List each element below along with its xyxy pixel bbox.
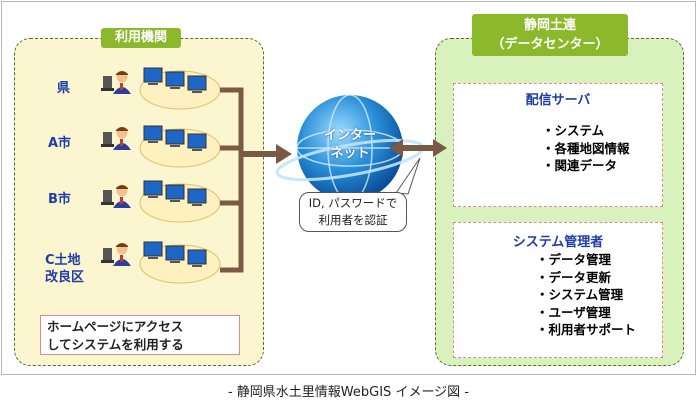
workstation-cluster-1 — [139, 67, 221, 110]
user-organizations-title: 利用機関 — [101, 28, 181, 48]
access-note-box: ホームページにアクセス してシステムを利用する — [40, 315, 240, 355]
user-icon-3 — [101, 185, 131, 208]
list-item: ・データ更新 — [536, 269, 612, 285]
auth-callout-line1: ID, パスワードで — [308, 196, 398, 210]
system-admin-panel: システム管理者 ・データ管理 ・データ更新 ・システム管理 ・ユーザ管理 ・利用… — [453, 222, 663, 358]
system-admin-title: システム管理者 — [512, 235, 604, 250]
list-item: ・ユーザ管理 — [536, 304, 611, 320]
internet-label-line1: インター — [323, 128, 376, 143]
admin-items-list: ・データ管理 ・データ更新 ・システム管理 ・ユーザ管理 ・利用者サポート — [536, 251, 636, 339]
arrow-to-internet — [241, 144, 292, 164]
entity-label-land-district: C土地 改良区 — [45, 252, 84, 286]
bidirectional-arrow — [389, 139, 447, 157]
user-icon-1 — [101, 71, 131, 94]
list-item: ・利用者サポート — [536, 322, 637, 337]
figure-caption: - 静岡県水土里情報WebGIS イメージ図 - — [227, 385, 470, 400]
entity-label-prefecture: 県 — [57, 81, 71, 96]
list-item: ・システム管理 — [536, 287, 624, 302]
access-note-line2: してシステムを利用する — [47, 337, 184, 352]
data-center-title: 静岡土連 （データセンター） — [472, 14, 628, 56]
user-icon-2 — [101, 127, 131, 150]
internet-label: インター ネット — [308, 127, 392, 163]
entity-label-city-a: A市 — [48, 136, 72, 151]
data-center-title-line2: （データセンター） — [491, 37, 609, 52]
user-icon-4 — [101, 243, 131, 266]
entity-label-land-district-line2: 改良区 — [45, 270, 85, 285]
data-center-title-line1: 静岡土連 — [523, 18, 576, 33]
connector-bracket — [220, 87, 244, 273]
list-item: ・各種地図情報 — [542, 140, 630, 156]
auth-callout-line2: 利用者を認証 — [318, 213, 388, 227]
list-item: ・システム — [542, 123, 605, 138]
list-item: ・関連データ — [542, 158, 618, 173]
workstation-cluster-2 — [139, 125, 221, 168]
list-item: ・データ管理 — [536, 252, 612, 267]
distribution-server-panel: 配信サーバ ・システム ・各種地図情報 ・関連データ — [453, 83, 663, 207]
auth-callout: ID, パスワードで 利用者を認証 — [299, 192, 407, 232]
entity-label-land-district-line1: C土地 — [45, 253, 81, 268]
internet-label-line2: ネット — [330, 146, 370, 161]
access-note-line1: ホームページにアクセス — [47, 319, 184, 334]
entity-label-city-b: B市 — [48, 192, 71, 207]
workstation-cluster-3 — [139, 180, 221, 223]
workstation-cluster-4 — [139, 241, 221, 284]
distribution-server-title: 配信サーバ — [525, 93, 591, 108]
server-items-list: ・システム ・各種地図情報 ・関連データ — [542, 122, 630, 175]
